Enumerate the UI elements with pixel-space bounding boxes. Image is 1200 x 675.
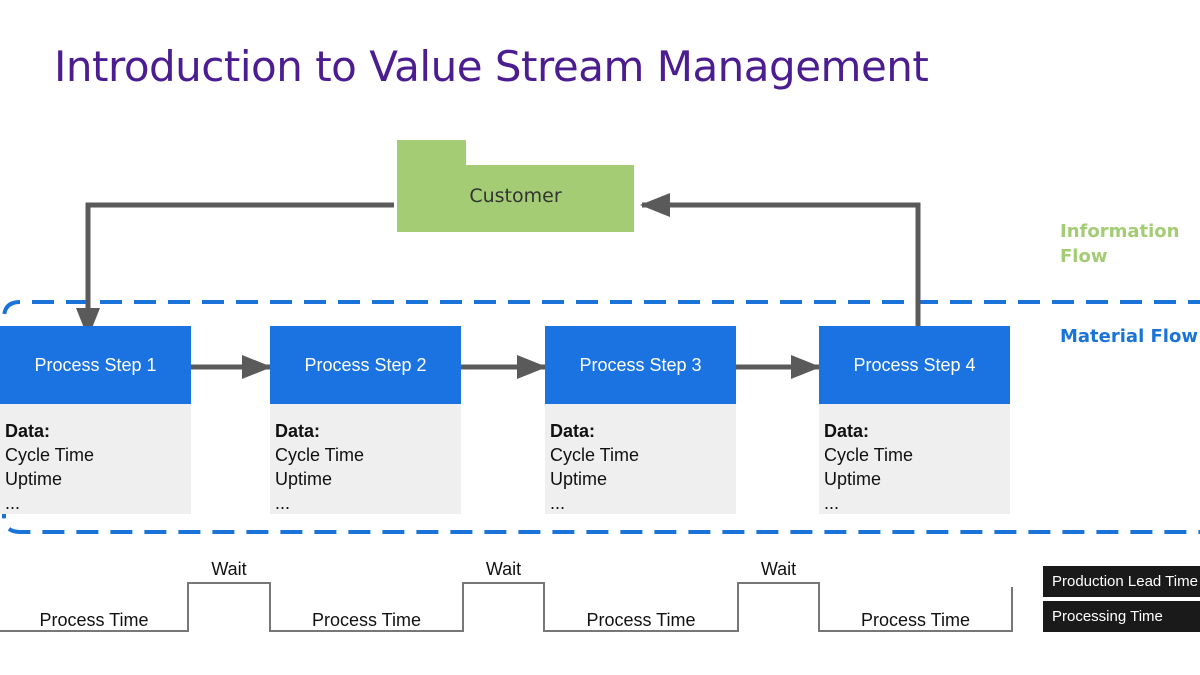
data-line-uptime: Uptime	[275, 469, 333, 489]
wait-label-3: Wait	[760, 559, 797, 579]
material-flow-label: Material Flow	[1060, 326, 1198, 347]
legend-processing-time: Processing Time	[1043, 601, 1200, 632]
material-flow-boundary	[2, 300, 1200, 534]
data-box-1: Data: Cycle Time Uptime ...	[0, 404, 191, 514]
data-box-2: Data: Cycle Time Uptime ...	[270, 404, 461, 514]
data-line-uptime: Uptime	[824, 469, 882, 489]
process-time-label-1: Process Time	[39, 610, 149, 630]
process-step-4: Process Step 4	[819, 326, 1010, 404]
data-line-more: ...	[550, 493, 566, 513]
data-box-3: Data: Cycle Time Uptime ...	[545, 404, 736, 514]
page-title: Introduction to Value Stream Management	[54, 42, 929, 91]
data-line-cycle-time: Cycle Time	[824, 445, 914, 465]
data-title: Data:	[275, 421, 321, 441]
timeline-line	[0, 582, 1013, 632]
wait-label-2: Wait	[485, 559, 522, 579]
data-line-cycle-time: Cycle Time	[550, 445, 640, 465]
data-box-4: Data: Cycle Time Uptime ...	[819, 404, 1010, 514]
data-title: Data:	[550, 421, 596, 441]
data-line-uptime: Uptime	[5, 469, 63, 489]
info-arrow-to-step1	[76, 202, 394, 338]
legend-production-lead-time: Production Lead Time	[1043, 566, 1200, 597]
customer-shape	[397, 140, 634, 232]
data-line-more: ...	[824, 493, 840, 513]
information-flow-line1: Information	[1060, 221, 1180, 242]
wait-label-1: Wait	[211, 559, 247, 579]
information-flow-label: Information Flow	[1060, 219, 1190, 269]
data-line-cycle-time: Cycle Time	[275, 445, 365, 465]
customer-label: Customer	[469, 185, 562, 207]
information-flow-line2: Flow	[1060, 246, 1108, 267]
process-step-3: Process Step 3	[545, 326, 736, 404]
process-step-1: Process Step 1	[0, 326, 191, 404]
data-line-more: ...	[275, 493, 291, 513]
data-line-uptime: Uptime	[550, 469, 608, 489]
process-step-2: Process Step 2	[270, 326, 461, 404]
info-arrow-to-customer	[640, 193, 921, 328]
data-title: Data:	[5, 421, 51, 441]
data-line-cycle-time: Cycle Time	[5, 445, 95, 465]
process-time-label-3: Process Time	[586, 610, 696, 630]
process-time-label-2: Process Time	[311, 610, 422, 630]
data-line-more: ...	[5, 493, 21, 513]
process-time-label-4: Process Time	[860, 610, 971, 630]
data-title: Data:	[824, 421, 870, 441]
